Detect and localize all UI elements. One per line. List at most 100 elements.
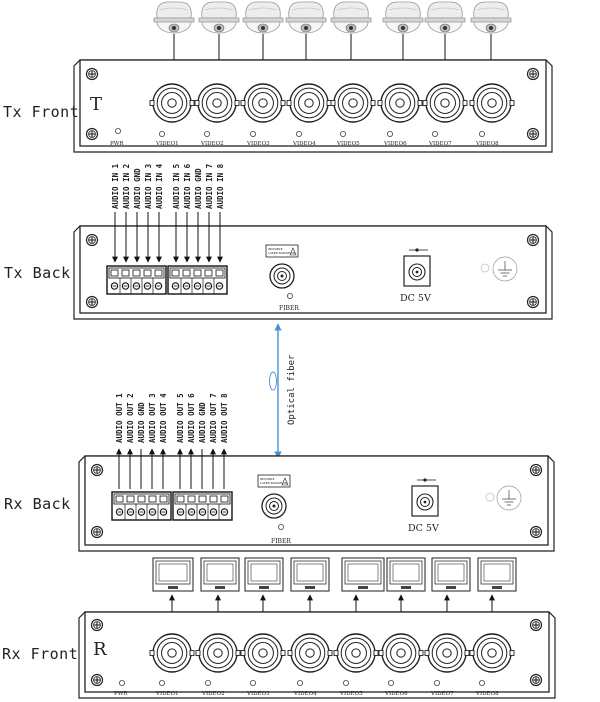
optical-fiber-link — [269, 323, 282, 459]
dc-label: DC 5V — [400, 293, 431, 304]
led-indicator — [387, 680, 394, 687]
bnc-connector-icon — [378, 633, 424, 673]
screw-icon — [526, 67, 540, 81]
screw-icon — [85, 233, 99, 247]
tx-front-letter: T — [90, 94, 103, 115]
audio-label: AUDIO OUT 1 — [115, 393, 124, 443]
audio-label: AUDIO OUT 6 — [187, 393, 196, 443]
led-indicator — [277, 524, 284, 531]
video-label: VIDEO5 — [339, 691, 363, 697]
video-label: VIDEO1 — [155, 141, 179, 147]
led-indicator — [158, 130, 165, 137]
audio-label: AUDIO OUT 8 — [220, 393, 229, 443]
audio-label: AUDIO IN 8 — [216, 163, 225, 209]
fiber-label: FIBER — [271, 538, 291, 545]
led-indicator — [295, 130, 302, 137]
led-indicator — [249, 130, 256, 137]
monitor-icon — [290, 557, 330, 592]
svg-text:INVISIBLE: INVISIBLE — [268, 247, 283, 251]
terminal-block — [106, 265, 167, 295]
video-label: VIDEO3 — [246, 141, 270, 147]
audio-label: AUDIO OUT 3 — [148, 393, 157, 443]
dome-camera-icon — [330, 1, 372, 34]
audio-label: AUDIO IN 3 — [144, 163, 153, 209]
monitor-icon — [152, 557, 194, 592]
pwr-label: PWR — [114, 691, 128, 697]
rx-back-title: Rx Back — [4, 495, 71, 513]
video-label: VIDEO2 — [201, 691, 225, 697]
led-indicator — [286, 292, 293, 299]
screw-icon — [85, 67, 99, 81]
audio-label: AUDIO IN 1 — [111, 163, 120, 209]
video-label: VIDEO8 — [475, 691, 499, 697]
audio-label: AUDIO OUT 5 — [176, 393, 185, 443]
cameras-row — [153, 1, 512, 77]
screw-icon — [90, 463, 104, 477]
audio-label: AUDIO IN 7 — [205, 164, 214, 209]
audio-label: AUDIO GND — [133, 168, 142, 209]
terminal-block — [111, 491, 172, 521]
led-indicator — [203, 130, 210, 137]
led-indicator — [249, 680, 256, 687]
monitor-icon — [386, 557, 426, 592]
screw-icon — [529, 525, 543, 539]
svg-text:LASER RADIATION: LASER RADIATION — [268, 251, 295, 255]
bnc-connector-icon — [195, 633, 241, 673]
bnc-connector-icon — [424, 633, 470, 673]
terminal-block — [172, 491, 233, 521]
led-indicator — [386, 130, 393, 137]
audio-label: AUDIO GND — [194, 168, 203, 209]
monitors-row — [152, 557, 517, 630]
led-indicator — [478, 680, 485, 687]
audio-label: AUDIO IN 6 — [183, 163, 192, 209]
video-label: VIDEO1 — [155, 691, 179, 697]
audio-label: AUDIO IN 2 — [122, 164, 131, 209]
video-label: VIDEO6 — [384, 691, 408, 697]
video-label: VIDEO2 — [200, 141, 224, 147]
led-indicator — [339, 130, 346, 137]
bnc-connector-icon — [286, 83, 332, 123]
laser-warning-icon — [289, 247, 297, 256]
audio-label: AUDIO OUT 4 — [159, 393, 168, 443]
monitor-icon — [431, 557, 471, 592]
screw-icon — [529, 618, 543, 632]
audio-label: AUDIO OUT 2 — [126, 393, 135, 443]
svg-text:LASER RADIATION: LASER RADIATION — [260, 481, 287, 485]
monitor-icon — [244, 557, 284, 592]
led-indicator — [158, 680, 165, 687]
audio-label: AUDIO OUT 7 — [209, 393, 218, 443]
tx-front-title: Tx Front — [3, 103, 80, 121]
ground-icon — [492, 256, 518, 282]
led-indicator — [480, 263, 490, 273]
screw-icon — [526, 295, 540, 309]
audio-label: AUDIO GND — [198, 402, 207, 443]
monitor-icon — [341, 557, 385, 592]
led-indicator — [204, 680, 211, 687]
screw-icon — [90, 525, 104, 539]
bnc-connector-icon — [240, 83, 286, 123]
dome-camera-icon — [424, 1, 466, 34]
video-label: VIDEO6 — [383, 141, 407, 147]
bnc-connector-icon — [287, 633, 333, 673]
bnc-connector-icon — [240, 633, 286, 673]
led-indicator — [342, 680, 349, 687]
screw-icon — [85, 295, 99, 309]
video-label: VIDEO7 — [430, 691, 454, 697]
svg-text:INVISIBLE: INVISIBLE — [260, 477, 275, 481]
dome-camera-icon — [285, 1, 327, 34]
pwr-label: PWR — [110, 141, 124, 147]
dome-camera-icon — [470, 1, 512, 34]
screw-icon — [526, 233, 540, 247]
led-indicator — [433, 680, 440, 687]
screw-icon — [90, 618, 104, 632]
fiber-port — [261, 493, 287, 519]
dc-label: DC 5V — [408, 523, 439, 534]
audio-label: AUDIO IN 5 — [172, 164, 181, 209]
led-indicator — [115, 127, 122, 134]
